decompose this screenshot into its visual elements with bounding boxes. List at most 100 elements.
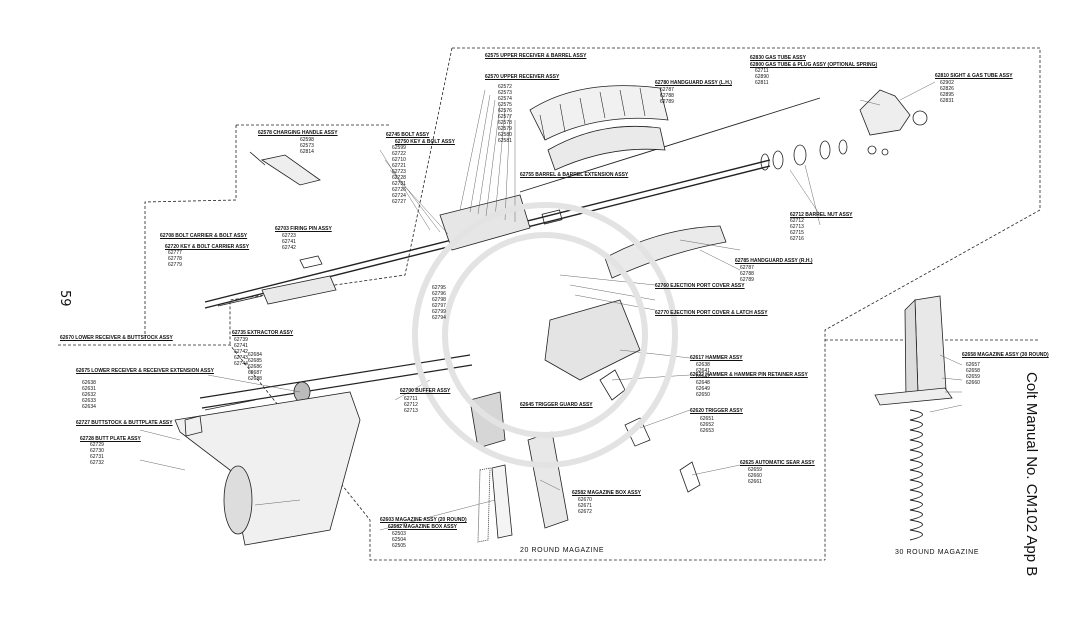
title-gas-tube-sub: 62800 GAS TUBE & PLUG ASSY (OPTIONAL SPR… [750, 62, 878, 68]
part-number: 62895 [940, 92, 954, 98]
part-number: 62797 [432, 303, 446, 309]
part-number: 62826 [940, 86, 954, 92]
part-number: 62580 [498, 132, 512, 138]
title-charging-handle: 62578 CHARGING HANDLE ASSY [258, 130, 338, 136]
part-number: 62649 [696, 386, 710, 392]
title-trigger-guard: 62645 TRIGGER GUARD ASSY [520, 402, 593, 408]
part-number: 62799 [432, 309, 446, 315]
part-number: 62715 [790, 230, 804, 236]
part-number: 62572 [498, 84, 512, 90]
part-number: 62504 [392, 537, 406, 543]
part-number: 62723 [282, 233, 296, 239]
part-number: 62660 [748, 473, 762, 479]
part-number: 62723 [392, 169, 406, 175]
part-number: 62711 [755, 68, 769, 74]
barrel-extension-shape [541, 209, 563, 225]
part-number: 62505 [392, 543, 406, 549]
lower-receiver-shape [544, 299, 641, 381]
part-number: 62503 [392, 531, 406, 537]
charging-handle-shape [260, 154, 321, 186]
part-number: 62724 [392, 193, 406, 199]
part-number: 62831 [940, 98, 954, 104]
part-number: 62890 [755, 74, 769, 80]
part-number: 62795 [432, 285, 446, 291]
part-number: 62726 [392, 187, 406, 193]
part-number: 62576 [498, 108, 512, 114]
part-number: 62716 [790, 236, 804, 242]
part-number: 62794 [432, 315, 446, 321]
part-number: 62573 [498, 90, 512, 96]
part-number: 62742 [234, 349, 248, 355]
upper-assembly-boundary [452, 47, 1041, 560]
title-ejection-port: 62760 EJECTION PORT COVER ASSY [655, 283, 745, 289]
title-hammer: 62617 HAMMER ASSY [690, 355, 743, 361]
title-handguard-rh: 62785 HANDGUARD ASSY (R.H.) [735, 258, 813, 264]
title-key-bolt: 62750 KEY & BOLT ASSY [395, 139, 455, 145]
part-number: 62796 [432, 291, 446, 297]
part-number: 62777 [168, 250, 182, 256]
part-number: 62728 [392, 175, 406, 181]
lower-boundary [58, 344, 825, 561]
title-upper-assembly: 62575 UPPER RECEIVER & BARREL ASSY [485, 53, 587, 59]
part-number: 62787 [740, 265, 754, 271]
part-number: 62739 [234, 337, 248, 343]
part-number: 62732 [90, 460, 104, 466]
title-buttplate: 62728 BUTT PLATE ASSY [80, 436, 141, 442]
part-number: 62798 [432, 297, 446, 303]
part-number: 62598 [300, 137, 314, 143]
part-number: 62710 [392, 157, 406, 163]
part-number: 62731 [90, 454, 104, 460]
handguard-mid-shape [547, 125, 666, 171]
bolt-carrier-shape [261, 275, 337, 305]
caption-30-round: 30 ROUND MAGAZINE [895, 549, 980, 556]
part-number: 62660 [966, 380, 980, 386]
title-gas-tube: 62830 GAS TUBE ASSY [750, 55, 806, 61]
mag30-follower [874, 387, 953, 406]
part-number: 62687 [248, 370, 262, 376]
part-number: 62671 [578, 503, 592, 509]
title-magazine-box: 62582 MAGAZINE BOX ASSY [572, 490, 642, 496]
part-number: 62573 [300, 143, 314, 149]
part-number: 62581 [498, 138, 512, 144]
part-number: 62657 [966, 362, 980, 368]
title-lower-extension: 62675 LOWER RECEIVER & RECEIVER EXTENSIO… [76, 368, 214, 374]
part-number: 62788 [660, 93, 674, 99]
part-number: 62778 [168, 256, 182, 262]
title-barrel-nut: 62712 BARREL NUT ASSY [790, 212, 853, 218]
title-ejection-port-latch: 62770 EJECTION PORT COVER & LATCH ASSY [655, 310, 768, 316]
part-number: 62713 [790, 224, 804, 230]
part-number: 62789 [660, 99, 674, 105]
title-mag20-sub: 62582 MAGAZINE BOX ASSY [388, 524, 458, 530]
part-number: 62653 [700, 428, 714, 434]
part-number: 62578 [498, 120, 512, 126]
part-number: 62632 [82, 392, 96, 398]
part-number: 62574 [498, 96, 512, 102]
part-number: 62741 [234, 343, 248, 349]
title-barrel-extension: 62755 BARREL & BARREL EXTENSION ASSY [520, 172, 629, 178]
buttstock-shape [174, 391, 361, 546]
watermark-rings [412, 202, 678, 468]
part-number: 62631 [82, 386, 96, 392]
delta-ring [760, 153, 770, 171]
part-number: 62779 [168, 262, 182, 268]
part-number: 62743 [234, 355, 248, 361]
part-number: 62688 [248, 376, 262, 382]
part-number: 62659 [748, 467, 762, 473]
title-firing-pin: 62703 FIRING PIN ASSY [275, 226, 332, 232]
part-number: 62711 [404, 396, 418, 402]
part-number: 62729 [90, 442, 104, 448]
part-number: 62727 [392, 199, 406, 205]
buttplate-shape [223, 465, 253, 535]
title-trigger: 62620 TRIGGER ASSY [690, 408, 743, 414]
mag30-spring [909, 409, 923, 541]
